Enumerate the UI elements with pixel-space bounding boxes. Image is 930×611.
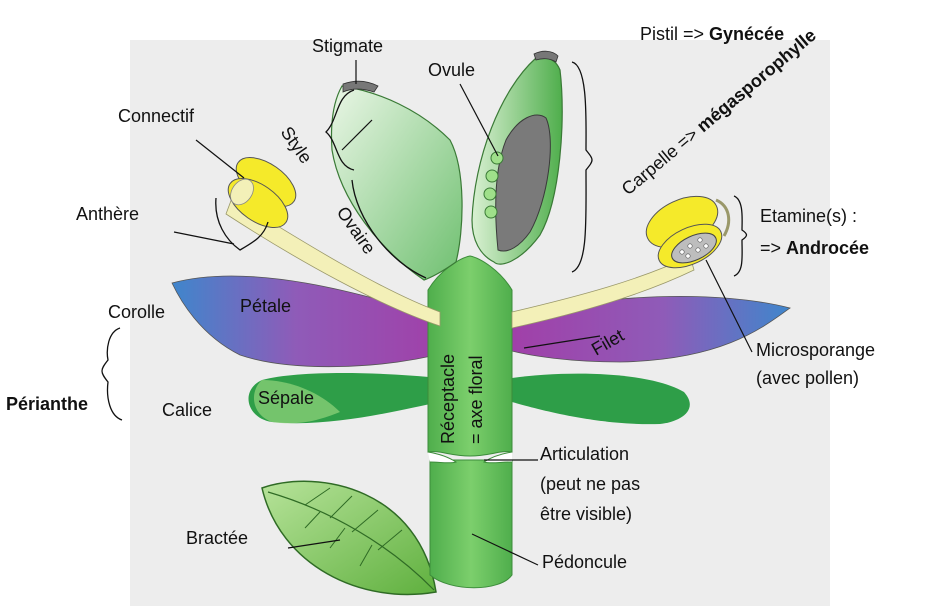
label-ovule: Ovule — [428, 60, 475, 80]
label-petale: Pétale — [240, 296, 291, 316]
label-articulation-2: (peut ne pas — [540, 474, 640, 494]
label-sepale: Sépale — [258, 388, 314, 408]
label-receptacle-1: Réceptacle — [438, 354, 458, 444]
label-microsporange-1: Microsporange — [756, 340, 875, 360]
left-petal — [171, 275, 449, 368]
label-pistil-bold: Gynécée — [709, 24, 784, 44]
label-pedoncule: Pédoncule — [542, 552, 627, 572]
label-etamine-2: => Androcée — [760, 238, 869, 258]
label-pistil: Pistil => Gynécée — [640, 24, 784, 44]
leader-lines — [173, 60, 753, 566]
label-receptacle-2: = axe floral — [466, 355, 486, 444]
label-stigmate: Stigmate — [312, 36, 383, 56]
stigma-right — [533, 50, 559, 63]
label-anthere: Anthère — [76, 204, 139, 224]
label-pistil-prefix: Pistil => — [640, 24, 709, 44]
label-calice: Calice — [162, 400, 212, 420]
label-etamine-bold: Androcée — [786, 238, 869, 258]
label-etamine-1: Etamine(s) : — [760, 206, 857, 226]
microsporangium — [671, 232, 717, 264]
right-anther — [645, 195, 731, 269]
left-anther — [227, 157, 297, 228]
left-carpel — [330, 80, 463, 281]
label-etamine-prefix: => — [760, 238, 786, 258]
stigma-left — [342, 80, 379, 93]
right-petal — [507, 295, 791, 363]
label-perianthe: Périanthe — [6, 394, 88, 414]
right-filament — [511, 255, 695, 329]
ovules — [483, 151, 504, 219]
label-articulation-3: être visible) — [540, 504, 632, 524]
left-filament — [225, 197, 441, 327]
label-connectif: Connectif — [118, 106, 195, 126]
peduncle — [429, 459, 513, 589]
label-bractee: Bractée — [186, 528, 248, 548]
label-microsporange-2: (avec pollen) — [756, 368, 859, 388]
braces — [101, 61, 748, 421]
bract-leaf — [261, 480, 437, 596]
label-corolle: Corolle — [108, 302, 165, 322]
pollen-grains — [679, 237, 709, 259]
right-carpel — [471, 50, 563, 265]
label-articulation-1: Articulation — [540, 444, 629, 464]
right-sepal — [512, 373, 690, 425]
